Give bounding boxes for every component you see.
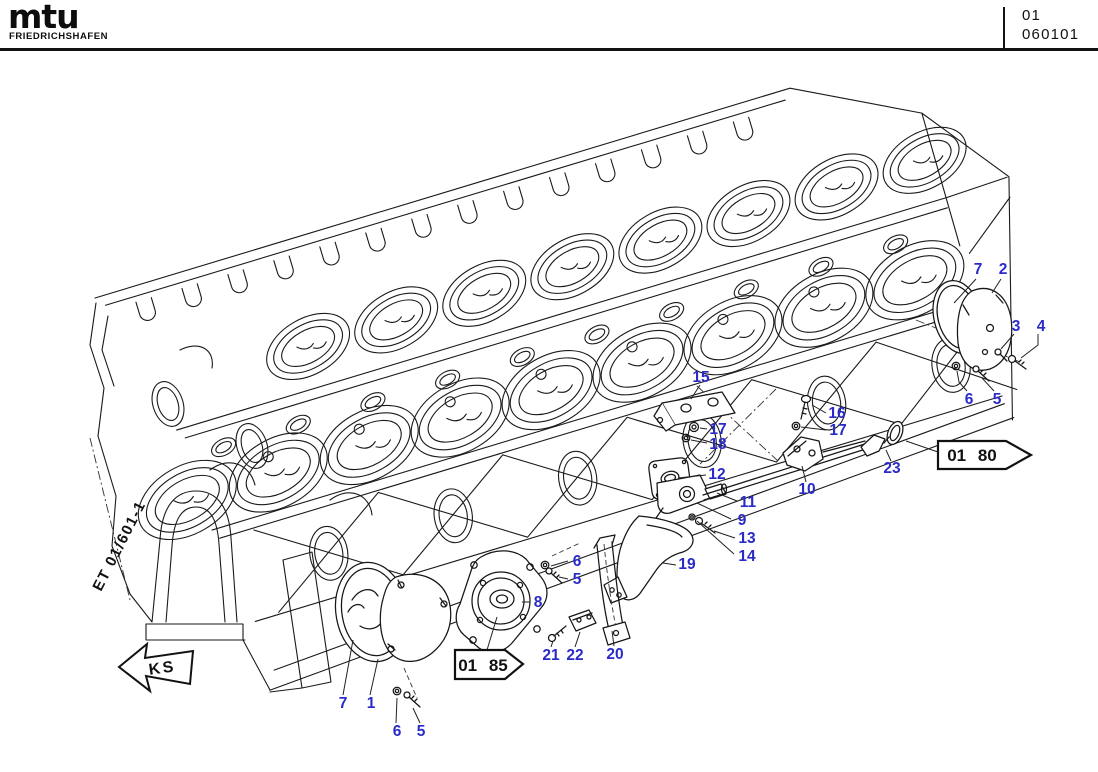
doc-code: 060101 (1022, 26, 1080, 43)
callout-6-bottom[interactable]: 6 (393, 723, 402, 740)
engine-block (89, 87, 1018, 693)
leader-lines (342, 278, 1039, 724)
part-cover-bottom (379, 573, 452, 662)
part-bolts-right (951, 348, 1027, 382)
callout-12[interactable]: 12 (708, 466, 725, 483)
callout-19[interactable]: 19 (678, 556, 696, 573)
part-clamp-22 (568, 609, 597, 632)
header-rule (0, 48, 1098, 51)
callout-18[interactable]: 18 (709, 436, 727, 453)
callout-10[interactable]: 10 (798, 481, 815, 498)
callout-13[interactable]: 13 (738, 530, 756, 547)
callout-7-right[interactable]: 7 (974, 261, 983, 278)
callout-9[interactable]: 9 (738, 512, 747, 529)
ref-box-01-80[interactable]: 01 80 (936, 439, 1034, 471)
callout-5-mid[interactable]: 5 (573, 571, 582, 588)
callout-17-left[interactable]: 17 (709, 421, 726, 438)
part-rod-10 (702, 436, 870, 501)
callout-16[interactable]: 16 (828, 405, 846, 422)
callout-14[interactable]: 14 (738, 548, 756, 565)
part-bolt-21 (547, 625, 567, 643)
mtu-logo-subtitle: FRIEDRICHSHAFEN (9, 31, 109, 42)
callout-17-right[interactable]: 17 (829, 422, 846, 439)
callout-6-right[interactable]: 6 (965, 391, 974, 408)
callouts: 7 2 3 4 6 5 15 16 17 17 18 12 10 11 9 13… (339, 261, 1046, 740)
callout-3[interactable]: 3 (1012, 318, 1021, 335)
part-bolt-16 (791, 394, 812, 431)
part-plate-15 (653, 391, 736, 443)
callout-7-bottom[interactable]: 7 (339, 695, 348, 712)
ref-box-01-80-label[interactable]: 01 80 (947, 446, 997, 465)
part-bolts-bottom (392, 560, 563, 708)
assembly-axis-lines (89, 319, 1021, 699)
ref-box-01-85[interactable]: 01 85 (453, 648, 525, 681)
callout-11[interactable]: 11 (740, 494, 757, 511)
page-code: 01 (1022, 7, 1042, 24)
header-separator (1003, 7, 1005, 48)
ref-box-01-85-label[interactable]: 01 85 (458, 656, 508, 675)
callout-22[interactable]: 22 (566, 647, 583, 664)
part-pump-8 (455, 550, 548, 653)
callout-4[interactable]: 4 (1037, 318, 1046, 335)
mtu-logo: mtu (8, 0, 80, 36)
callout-5-right[interactable]: 5 (993, 391, 1002, 408)
callout-6-mid[interactable]: 6 (573, 553, 582, 570)
callout-15[interactable]: 15 (692, 369, 710, 386)
callout-8[interactable]: 8 (534, 594, 543, 611)
callout-21[interactable]: 21 (542, 647, 560, 664)
part-strap-20 (593, 534, 631, 646)
part-clevis-23 (860, 420, 904, 457)
callout-1[interactable]: 1 (367, 695, 376, 712)
part-bolt-13 (688, 513, 716, 534)
sheet-ref-label: ET 01/601-1 (89, 498, 149, 594)
ks-label: KS (148, 658, 177, 679)
callout-20[interactable]: 20 (606, 646, 623, 663)
ks-direction-arrow: KS (117, 641, 195, 694)
callout-2[interactable]: 2 (999, 261, 1008, 278)
part-guard-19 (603, 515, 694, 604)
callout-5-bottom[interactable]: 5 (417, 723, 426, 740)
callout-23[interactable]: 23 (883, 460, 901, 477)
